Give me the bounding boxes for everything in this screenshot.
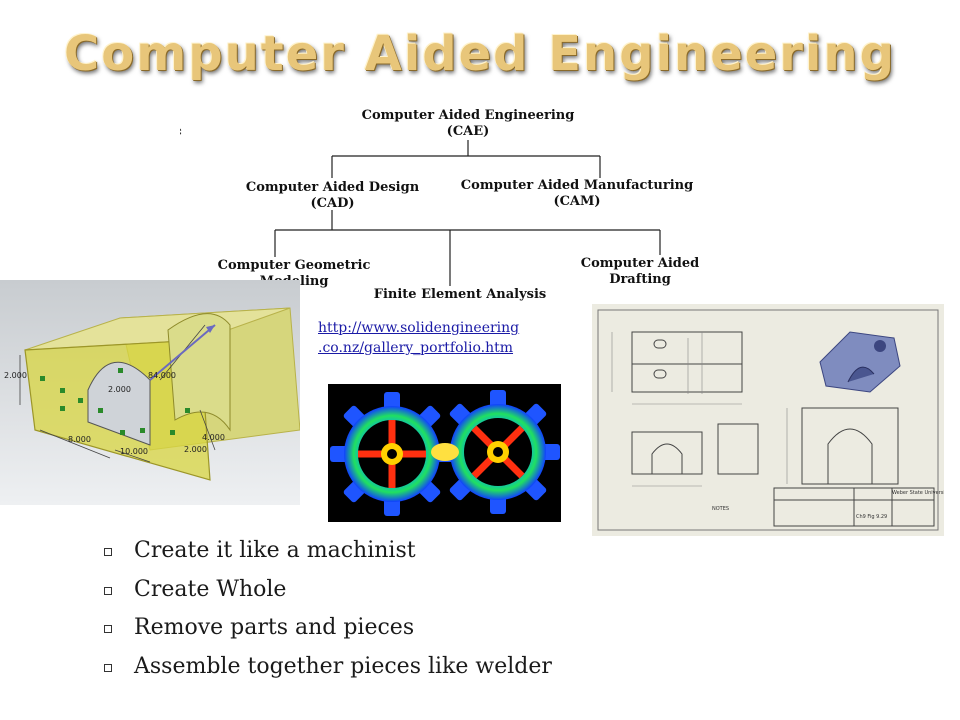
square-bullet-icon <box>104 625 112 633</box>
svg-text:Weber State University: Weber State University <box>892 490 944 496</box>
bullet-list: Create it like a machinist Create Whole … <box>104 532 552 686</box>
gallery-link[interactable]: http://www.solidengineering .co.nz/galle… <box>318 320 520 356</box>
svg-text:8.000: 8.000 <box>68 435 91 444</box>
svg-text:NOTES: NOTES <box>712 506 729 512</box>
list-item: Create it like a machinist <box>104 532 552 571</box>
svg-text:Ch9 Fig 9.29: Ch9 Fig 9.29 <box>856 514 887 520</box>
tree-node-fea: Finite Element Analysis <box>373 287 547 302</box>
slide-title: Computer Aided Engineering <box>64 26 896 82</box>
tree-node-cam: Computer Aided Manufacturing (CAM) <box>460 178 694 209</box>
square-bullet-icon <box>104 663 112 672</box>
cae-hierarchy-diagram: ✱ Computer Aided Engineering (CAE) Compu… <box>180 100 740 310</box>
square-bullet-icon <box>104 548 112 556</box>
square-bullet-icon <box>104 586 112 595</box>
svg-text:4.000: 4.000 <box>202 433 225 442</box>
tree-node-cae: Computer Aided Engineering (CAE) <box>361 108 575 139</box>
cad-model-image: 2.000 8.000 10.000 84.000 2.000 2.000 4.… <box>0 280 301 505</box>
svg-text:2.000: 2.000 <box>184 445 207 454</box>
cad-bracket-illustration: 2.000 8.000 10.000 84.000 2.000 2.000 4.… <box>0 280 301 505</box>
tree-node-cad: Computer Aided Design (CAD) <box>245 180 420 211</box>
list-item: Assemble together pieces like welder <box>104 648 552 687</box>
svg-text:2.000: 2.000 <box>4 371 27 380</box>
fea-gears-illustration <box>328 384 561 522</box>
list-item: Remove parts and pieces <box>104 609 552 648</box>
svg-text:2.000: 2.000 <box>108 385 131 394</box>
list-item: Create Whole <box>104 571 552 610</box>
svg-text:84.000: 84.000 <box>148 371 176 380</box>
engineering-drawing-image: Weber State University Ch9 Fig 9.29 NOTE… <box>592 304 950 536</box>
stray-mark-icon: ✱ <box>180 125 182 139</box>
tree-connector-lines: ✱ <box>180 125 661 286</box>
tree-node-drafting: Computer Aided Drafting <box>580 256 700 287</box>
fea-gear-image <box>328 384 561 522</box>
engineering-drawing-illustration: Weber State University Ch9 Fig 9.29 NOTE… <box>597 309 950 531</box>
svg-text:10.000: 10.000 <box>120 447 148 456</box>
